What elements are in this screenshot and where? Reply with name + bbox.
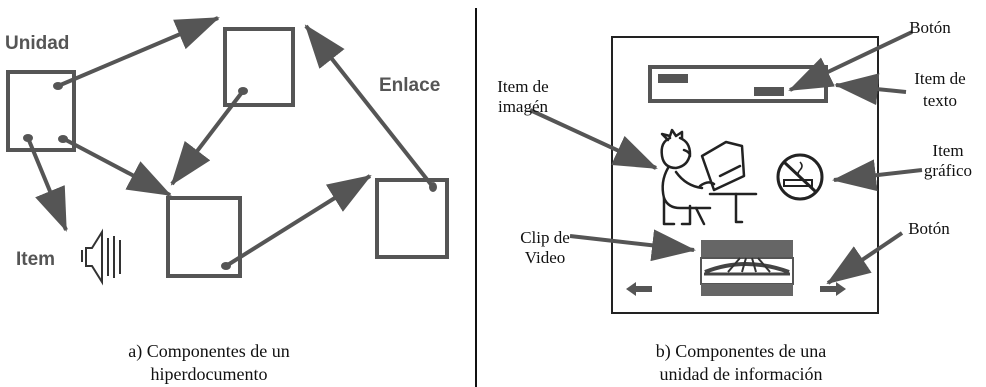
pointer-arrow-item-imagen <box>529 108 658 170</box>
label-item-imagen-line2: imagén <box>498 97 549 116</box>
speaker-icon <box>81 228 121 286</box>
label-item-texto-line1: Item de <box>914 69 965 88</box>
caption-a-line1: a) Componentes de un <box>128 341 289 362</box>
label-boton-bottom: Botón <box>908 219 950 238</box>
pointer-arrow-item-texto <box>834 73 907 106</box>
video-clip-icon <box>700 240 794 296</box>
unit-box-1 <box>6 70 76 152</box>
label-item-grafico-line2: gráfico <box>924 161 972 180</box>
back-button-arrow-icon[interactable] <box>626 282 652 296</box>
unit-box-3 <box>166 196 242 278</box>
link-arrow-4 <box>224 174 372 268</box>
label-clip-line2: Video <box>525 248 566 267</box>
anchor-dots <box>23 82 437 270</box>
label-item: Item <box>16 249 55 270</box>
no-smoking-icon <box>776 153 824 201</box>
pointer-arrow-boton-bottom <box>826 231 904 285</box>
label-enlace: Enlace <box>379 75 440 96</box>
left-panel: Unidad Enlace Item a) Componentes de un … <box>5 16 449 384</box>
link-arrow-6 <box>26 137 68 232</box>
label-boton-top: Botón <box>909 18 951 37</box>
unit-box-4 <box>375 178 449 259</box>
pointer-arrows <box>529 30 923 285</box>
label-clip-line1: Clip de <box>520 228 570 247</box>
figure-illustration-icon <box>660 128 758 226</box>
link-arrow-1 <box>57 16 220 88</box>
caption-a-line2: hiperdocumento <box>151 364 268 384</box>
pointer-arrow-boton-top <box>788 30 913 92</box>
label-unidad: Unidad <box>5 33 69 54</box>
unit-box-2 <box>223 27 295 107</box>
link-arrows <box>26 16 435 268</box>
label-item-grafico-line1: Item <box>932 141 963 160</box>
link-arrow-2 <box>63 137 172 197</box>
pointer-arrow-item-grafico <box>832 159 923 192</box>
link-arrow-5 <box>304 24 435 189</box>
caption-b-line2: unidad de información <box>660 364 823 384</box>
pointer-arrow-clip <box>569 229 696 262</box>
label-item-imagen-line1: Item de <box>497 77 548 96</box>
right-panel: Botón Item de texto Item de imagén Item … <box>497 18 972 384</box>
label-item-texto-line2: texto <box>923 91 957 110</box>
link-arrow-3 <box>170 89 245 186</box>
caption-b-line1: b) Componentes de una <box>656 341 826 362</box>
forward-button-arrow-icon[interactable] <box>820 282 846 296</box>
